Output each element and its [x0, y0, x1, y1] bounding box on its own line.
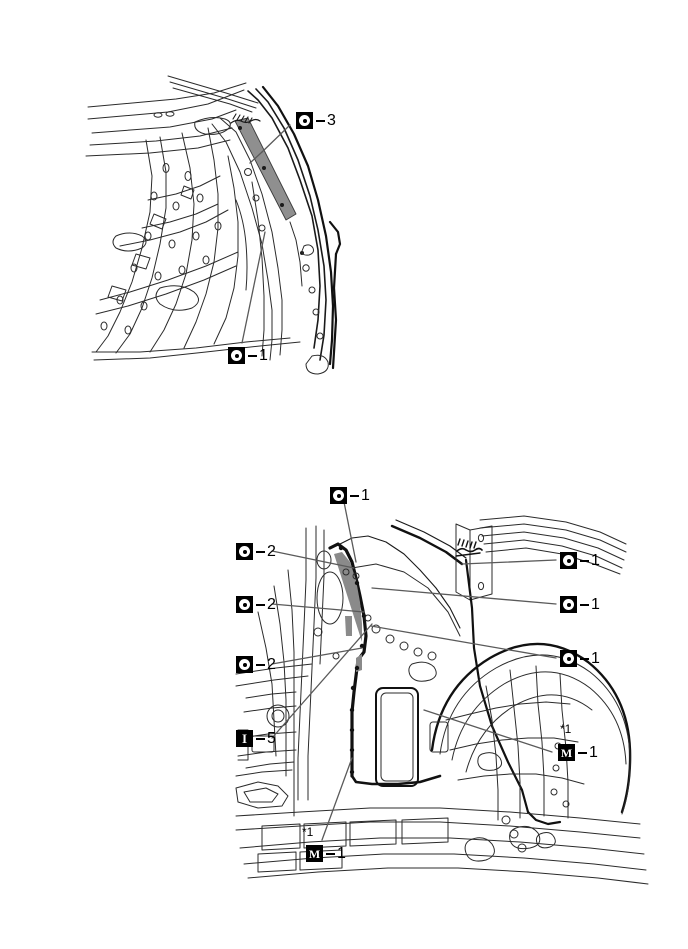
callout-dash — [256, 663, 265, 666]
callout-number: 1 — [337, 844, 346, 862]
callout-number: 3 — [327, 111, 336, 129]
callout-lower-left-i-5[interactable]: I 5 — [236, 730, 276, 747]
callout-lower-right-1-b[interactable]: 1 — [560, 596, 600, 613]
callout-number: 1 — [591, 595, 600, 613]
callout-number: 1 — [591, 649, 600, 667]
callout-lower-bottom-m-1[interactable]: M 1 — [306, 845, 346, 862]
callout-number: 2 — [267, 595, 276, 613]
callout-dash — [326, 852, 335, 855]
callout-number: 1 — [591, 551, 600, 569]
callout-number: 2 — [267, 655, 276, 673]
figure-upper-pillar: 3 1 — [0, 0, 688, 420]
ring-icon — [236, 596, 253, 613]
callout-dash — [256, 550, 265, 553]
callout-lower-right-1-a[interactable]: 1 — [560, 552, 600, 569]
callout-upper-3[interactable]: 3 — [296, 112, 336, 129]
callout-number: 2 — [267, 542, 276, 560]
callout-dash — [256, 603, 265, 606]
callout-lower-right-m-1[interactable]: M 1 — [558, 744, 598, 761]
callout-number: 1 — [361, 486, 370, 504]
callout-dash — [578, 751, 587, 754]
footnote-marker-right: *1 — [560, 722, 572, 736]
ring-icon — [236, 543, 253, 560]
ring-icon — [560, 552, 577, 569]
callout-dash — [580, 603, 589, 606]
ring-icon — [560, 650, 577, 667]
callout-lower-left-2-b[interactable]: 2 — [236, 596, 276, 613]
letter-m-icon: M — [306, 845, 323, 862]
marker-letter: M — [560, 745, 573, 760]
callout-lower-left-2-c[interactable]: 2 — [236, 656, 276, 673]
ring-icon — [228, 347, 245, 364]
marker-letter: I — [241, 731, 248, 746]
letter-m-icon: M — [558, 744, 575, 761]
callout-number: 1 — [589, 743, 598, 761]
callout-dash — [580, 657, 589, 660]
callout-dash — [316, 119, 325, 122]
callout-dash — [248, 354, 257, 357]
letter-i-icon: I — [236, 730, 253, 747]
callout-dash — [256, 737, 265, 740]
callout-dash — [580, 559, 589, 562]
callout-lower-right-1-c[interactable]: 1 — [560, 650, 600, 667]
ring-icon — [296, 112, 313, 129]
ring-icon — [560, 596, 577, 613]
callout-number: 5 — [267, 729, 276, 747]
callout-lower-left-2-a[interactable]: 2 — [236, 543, 276, 560]
ring-icon — [236, 656, 253, 673]
callout-upper-1[interactable]: 1 — [228, 347, 268, 364]
callout-dash — [350, 494, 359, 497]
figure-lower-quarter-panel: 1 2 2 2 1 — [0, 420, 688, 949]
upper-figure-linework — [85, 75, 342, 375]
callout-lower-top-1[interactable]: 1 — [330, 487, 370, 504]
ring-icon — [330, 487, 347, 504]
footnote-marker-bottom: *1 — [302, 825, 314, 839]
marker-letter: M — [308, 846, 321, 861]
callout-number: 1 — [259, 346, 268, 364]
